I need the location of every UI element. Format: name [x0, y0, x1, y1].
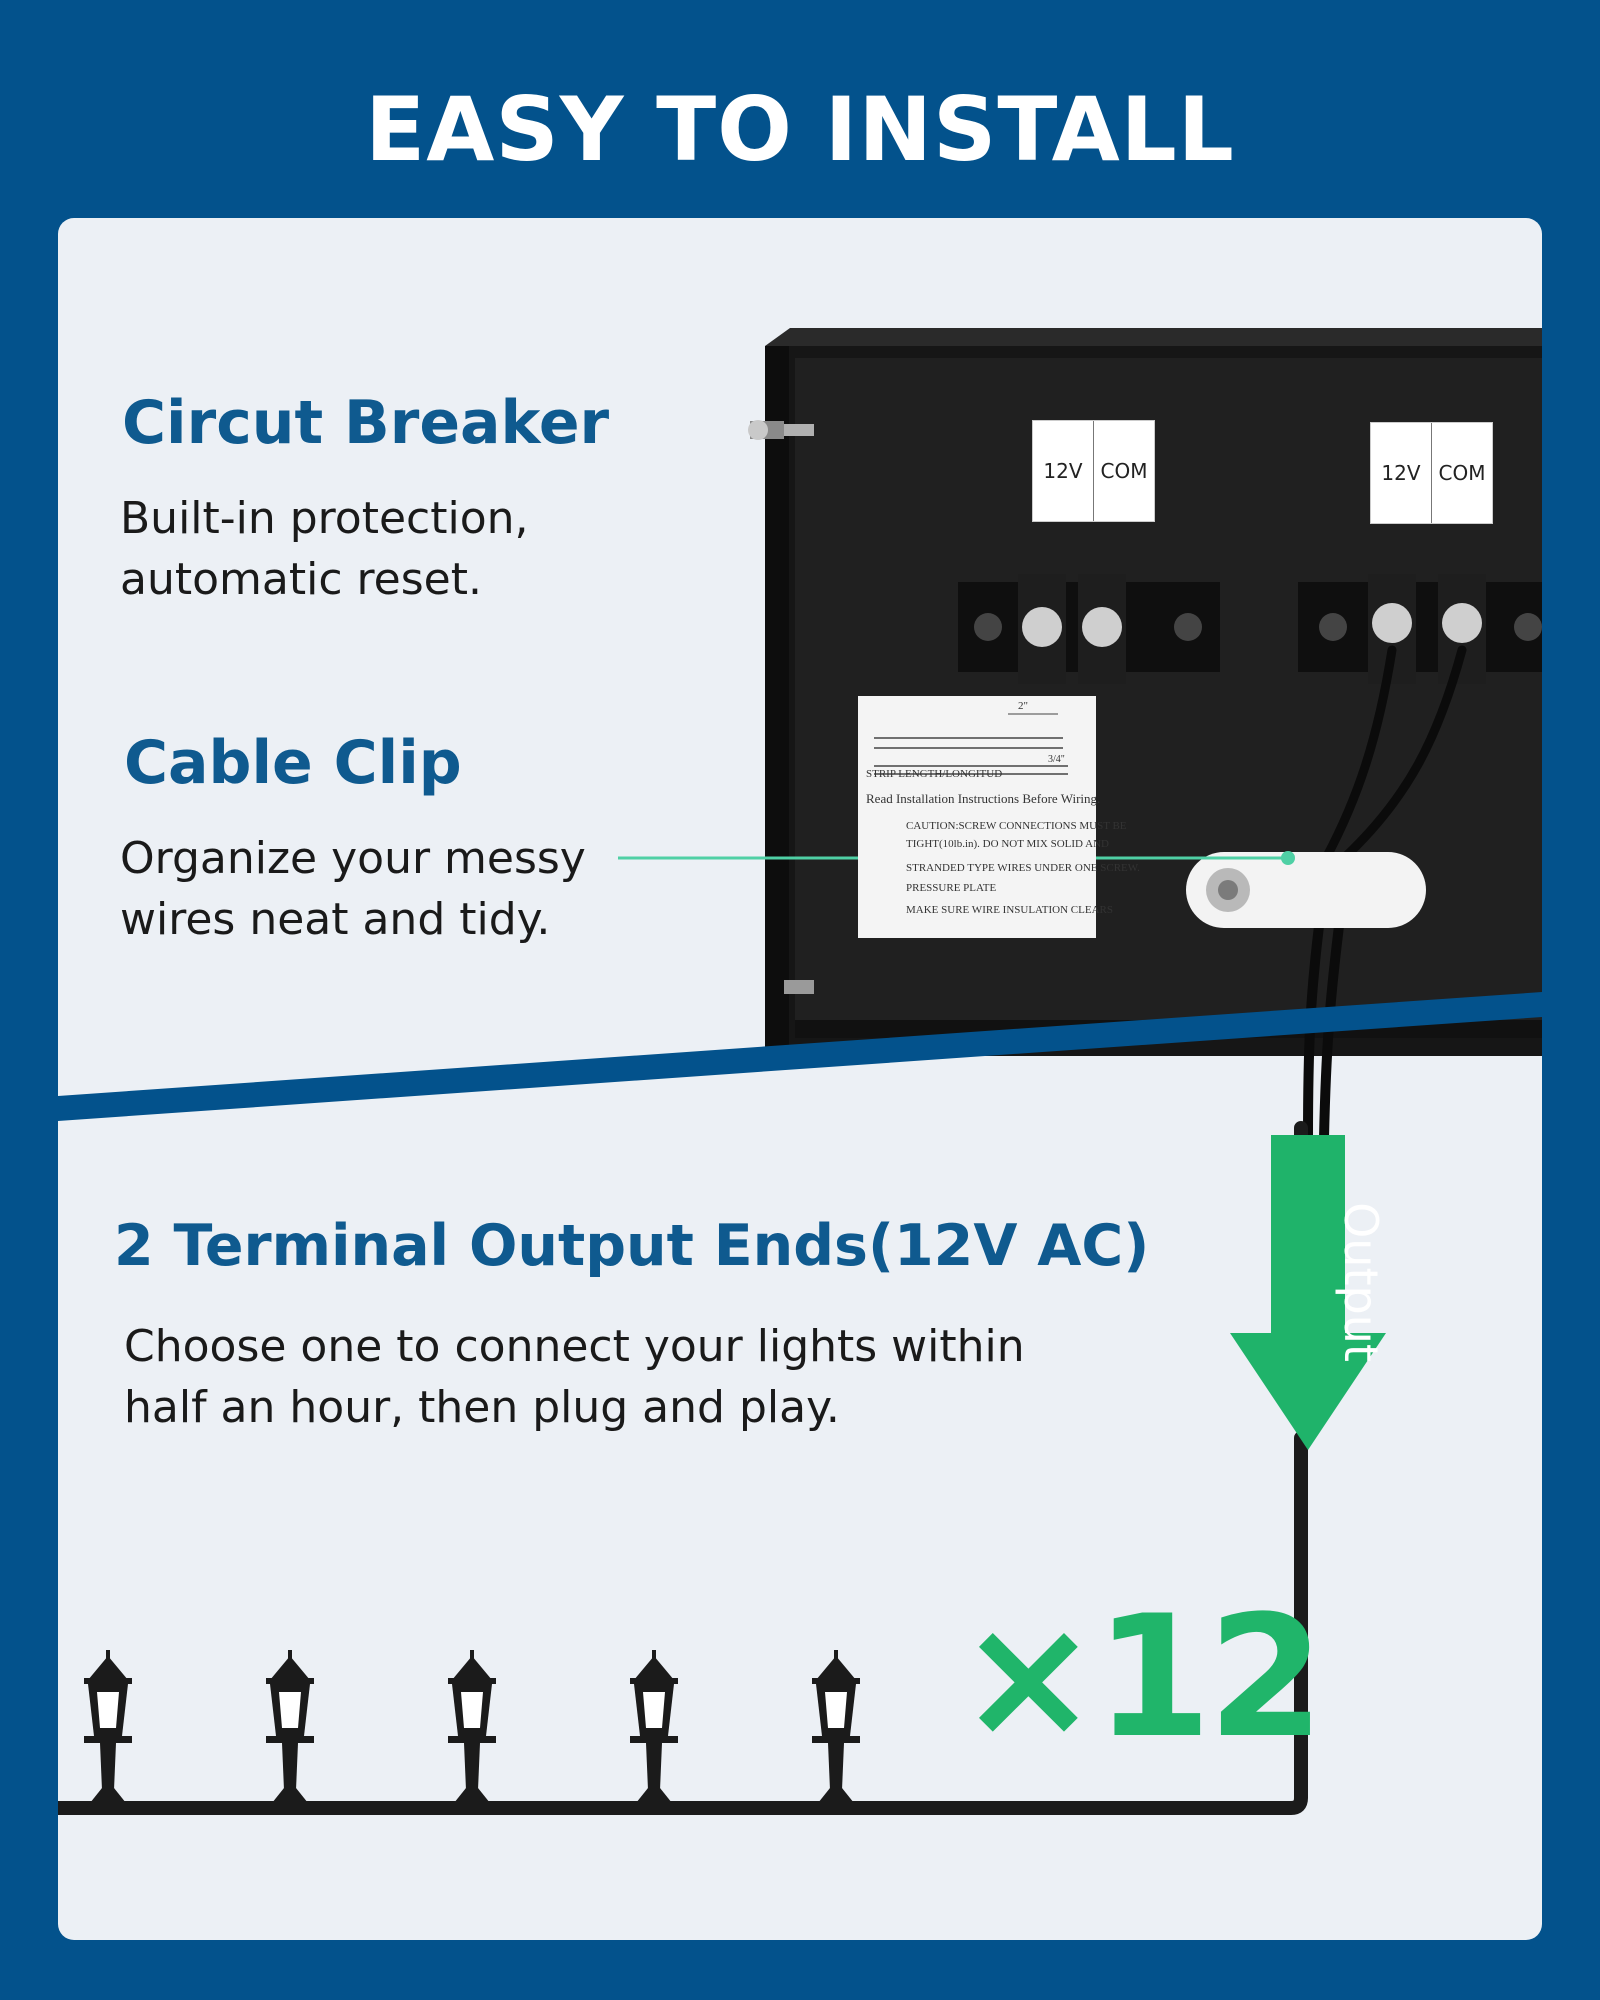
caution-line-1: CAUTION:SCREW CONNECTIONS MUST BE [906, 820, 1127, 832]
dimension-top: 2" [1018, 700, 1028, 712]
mounting-screw-top [748, 420, 814, 440]
output-arrow [1230, 1135, 1386, 1450]
content-panel: 12V COM 12V COM 2" 3/4" STRIP LENGTH/LON… [58, 218, 1542, 1940]
caution-line-4: PRESSURE PLATE [906, 882, 997, 894]
lamp-icon [812, 1650, 860, 1808]
lamp-row [84, 1650, 860, 1808]
lamp-icon [84, 1650, 132, 1808]
terminal-com-label: COM [1093, 421, 1154, 521]
mounting-screw-bottom [784, 980, 814, 994]
feature-line: automatic reset. [120, 554, 482, 605]
feature-title-cable-clip: Cable Clip [124, 728, 462, 798]
diagonal-divider [58, 992, 1542, 1121]
feature-text-terminal-output: Choose one to connect your lights within… [124, 1316, 1025, 1438]
light-count: ×12 [958, 1579, 1325, 1775]
output-arrow-label: Output [1334, 1202, 1388, 1362]
cable-clip [1186, 852, 1426, 928]
caution-line-5: MAKE SURE WIRE INSULATION CLEARS [906, 904, 1113, 916]
terminal-block-left [958, 574, 1220, 684]
terminal-com-label: COM [1431, 423, 1492, 523]
wiring-instruction-sticker: 2" 3/4" STRIP LENGTH/LONGITUD Read Insta… [858, 696, 1140, 938]
terminal-12v-label: 12V [1043, 459, 1083, 483]
terminal-label-right: 12V COM [1370, 422, 1493, 524]
dimension-bottom: 3/4" [1048, 754, 1065, 765]
feature-title-circuit-breaker: Circut Breaker [122, 388, 610, 458]
strip-length-diagram [874, 713, 1068, 775]
feature-text-cable-clip: Organize your messy wires neat and tidy. [120, 828, 586, 950]
lamp-icon [266, 1650, 314, 1808]
caution-line-2: TIGHT(10lb.in). DO NOT MIX SOLID AND [906, 838, 1109, 850]
terminal-block-right [1298, 574, 1542, 684]
feature-line: Built-in protection, [120, 493, 529, 544]
page-title: EASY TO INSTALL [365, 78, 1235, 181]
caution-line-3: STRANDED TYPE WIRES UNDER ONE SCREW. [906, 862, 1140, 874]
feature-line: half an hour, then plug and play. [124, 1382, 840, 1433]
read-instructions-text: Read Installation Instructions Before Wi… [866, 791, 1101, 806]
feature-line: Choose one to connect your lights within [124, 1321, 1025, 1372]
terminal-12v-label: 12V [1381, 461, 1421, 485]
strip-length-label: STRIP LENGTH/LONGITUD [866, 768, 1003, 780]
feature-title-terminal-output: 2 Terminal Output Ends(12V AC) [114, 1213, 1150, 1279]
feature-text-circuit-breaker: Built-in protection, automatic reset. [120, 488, 529, 610]
feature-line: Organize your messy [120, 833, 586, 884]
lamp-icon [630, 1650, 678, 1808]
terminal-label-left: 12V COM [1032, 420, 1155, 522]
feature-line: wires neat and tidy. [120, 894, 551, 945]
lamp-icon [448, 1650, 496, 1808]
